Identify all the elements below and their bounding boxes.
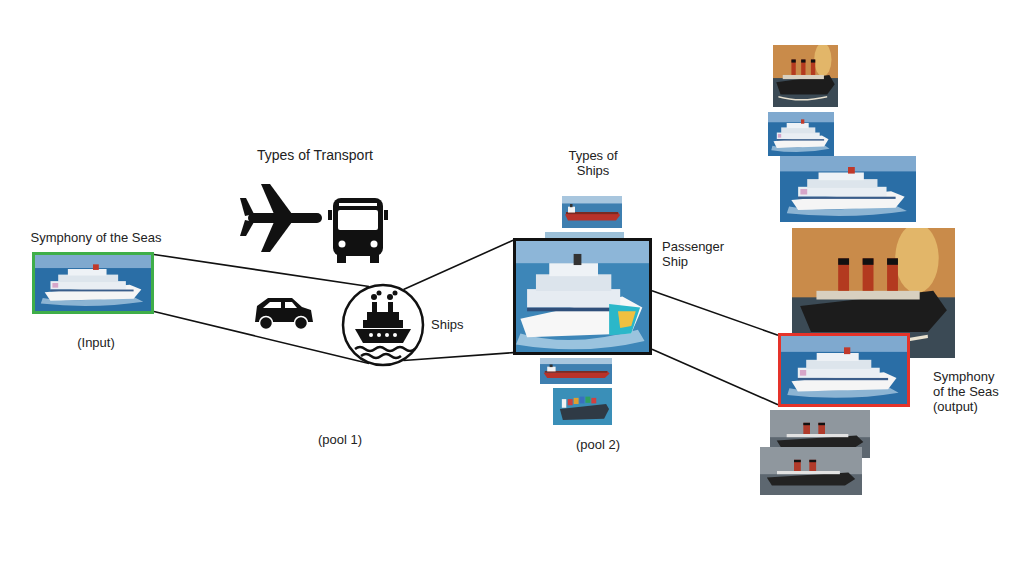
node-label: Types of Transport — [235, 147, 395, 163]
node-label: Passenger Ship — [662, 239, 732, 269]
node-label: Ships — [431, 317, 481, 332]
ship-photo — [780, 156, 916, 222]
cloud-lobe — [750, 5, 990, 245]
output-image: Symphony of the Seas (output) — [778, 333, 910, 407]
zoom-connector — [154, 254, 369, 363]
label-slot: Passenger Ship — [662, 239, 732, 269]
ship-photo — [781, 336, 907, 404]
airplane-icon — [240, 184, 322, 252]
node-label: (pool 1) — [300, 432, 380, 447]
pool-region: Types of Ships (pool 2) Passenger Ship — [470, 130, 680, 480]
cloud-lobe — [660, 260, 740, 400]
category-circle: Ships — [341, 283, 425, 367]
label-slot: (Input) — [25, 335, 167, 350]
node-label: (Input) — [25, 335, 167, 350]
bus-icon — [328, 198, 388, 263]
ship-photo — [35, 255, 151, 311]
ship-photo — [562, 196, 622, 228]
car-icon — [255, 298, 313, 330]
node-label: (pool 2) — [558, 437, 638, 452]
label-slot: Symphony of the Seas — [5, 230, 187, 245]
label-slot: Types of Ships — [563, 148, 623, 178]
ship-photo — [768, 112, 834, 156]
label-slot: Types of Transport — [235, 147, 395, 163]
ship-icon — [341, 283, 425, 367]
zoom-connector — [652, 291, 778, 405]
pool-region: Types of Transport (pool 1) Ships — [205, 85, 475, 485]
label-slot: Symphony of the Seas (output) — [933, 369, 1007, 414]
node-label: Symphony of the Seas — [5, 230, 187, 245]
category-image: Passenger Ship — [513, 238, 652, 355]
node-label: Symphony of the Seas (output) — [933, 369, 1007, 414]
node-label: Types of Ships — [563, 148, 623, 178]
ship-photo — [760, 447, 862, 495]
ship-photo — [540, 358, 612, 384]
label-slot: (pool 1) — [300, 432, 380, 447]
label-slot: Ships — [431, 317, 481, 332]
ship-photo — [553, 388, 612, 425]
input-image: Symphony of the Seas(Input) — [32, 252, 154, 314]
ship-photo — [516, 241, 649, 352]
label-slot: (pool 2) — [558, 437, 638, 452]
pool-outline — [205, 85, 475, 485]
ship-painting — [773, 43, 838, 107]
